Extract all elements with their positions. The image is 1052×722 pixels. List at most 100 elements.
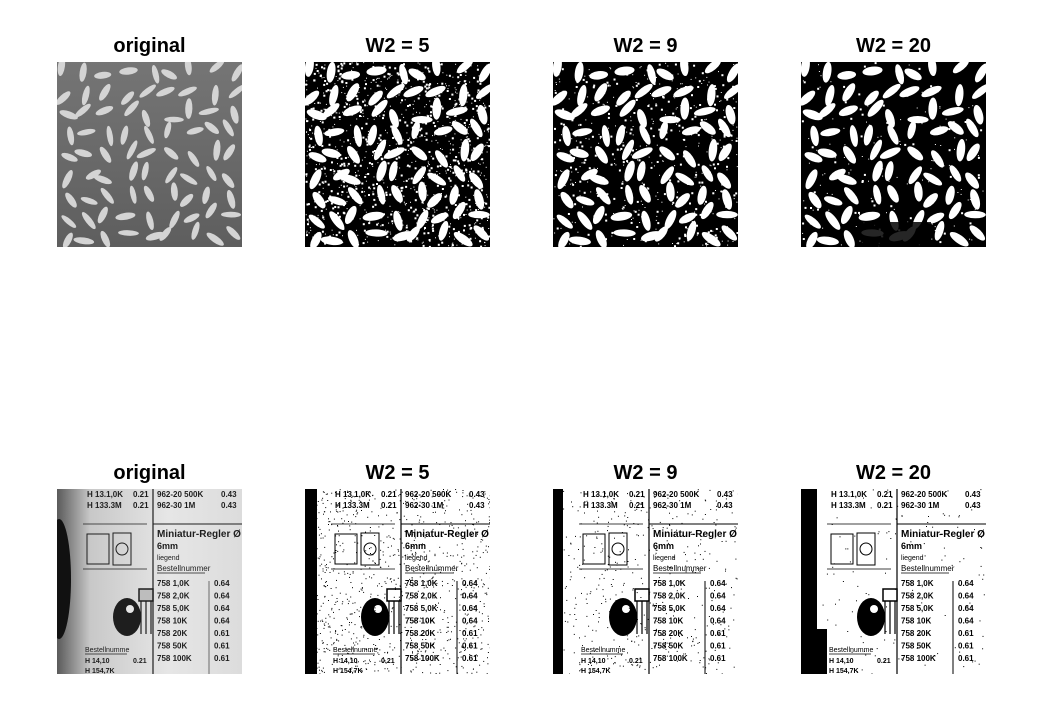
noise-speck <box>331 524 333 526</box>
noise-speck <box>322 497 324 499</box>
noise-speck <box>391 600 393 602</box>
noise-speck <box>359 640 361 642</box>
noise-speck <box>478 611 480 613</box>
noise-speck <box>655 492 657 493</box>
noise-speck <box>413 620 415 622</box>
noise-speck <box>309 144 311 146</box>
noise-speck <box>487 587 489 589</box>
noise-speck <box>891 497 893 498</box>
noise-speck <box>471 672 473 674</box>
noise-speck <box>681 126 684 129</box>
document-text: 0.21 <box>381 658 395 665</box>
rice-grain <box>222 119 234 137</box>
table-cell: 0.61 <box>214 654 230 663</box>
noise-speck <box>386 235 389 238</box>
noise-speck <box>624 199 626 201</box>
noise-speck <box>361 190 364 193</box>
noise-speck <box>687 513 689 515</box>
noise-speck <box>939 106 941 108</box>
noise-speck <box>556 170 558 172</box>
noise-speck <box>411 553 413 555</box>
noise-speck <box>354 612 356 614</box>
noise-speck <box>824 173 826 175</box>
noise-speck <box>325 581 327 582</box>
noise-speck <box>432 512 434 513</box>
table-cell: 758 2,0K <box>653 592 686 601</box>
noise-speck <box>676 88 678 90</box>
noise-speck <box>564 612 566 614</box>
noise-speck <box>694 176 696 178</box>
noise-speck <box>659 664 660 666</box>
noise-speck <box>352 572 354 574</box>
noise-speck <box>454 204 457 206</box>
noise-speck <box>562 123 565 126</box>
noise-speck <box>570 183 572 185</box>
noise-speck <box>624 561 626 563</box>
noise-speck <box>338 77 341 80</box>
noise-speck <box>409 583 411 585</box>
noise-speck <box>397 147 399 148</box>
noise-speck <box>447 88 449 90</box>
noise-speck <box>354 562 356 564</box>
noise-speck <box>397 79 399 81</box>
noise-speck <box>842 581 844 582</box>
noise-speck <box>603 496 605 498</box>
noise-speck <box>695 176 697 178</box>
noise-speck <box>354 535 356 537</box>
noise-speck <box>621 591 623 593</box>
noise-speck <box>834 161 837 164</box>
noise-speck <box>362 242 365 245</box>
table-cell: 758 20K <box>653 629 683 638</box>
noise-speck <box>410 550 412 552</box>
noise-speck <box>706 76 708 78</box>
noise-speck <box>721 541 723 542</box>
noise-speck <box>473 563 475 565</box>
noise-speck <box>458 203 460 205</box>
noise-speck <box>617 652 619 653</box>
rice-grain <box>164 116 184 123</box>
noise-speck <box>434 597 436 599</box>
noise-speck <box>373 187 376 190</box>
component-body <box>113 598 141 636</box>
rice-grain <box>433 126 453 136</box>
noise-speck <box>320 537 322 539</box>
noise-speck <box>831 193 833 195</box>
document-text: liegend <box>653 555 676 562</box>
noise-speck <box>414 167 417 170</box>
noise-speck <box>467 159 470 162</box>
noise-speck <box>336 511 338 512</box>
noise-speck <box>701 172 703 174</box>
noise-speck <box>627 561 629 562</box>
noise-speck <box>600 551 602 553</box>
noise-speck <box>417 97 420 100</box>
noise-speck <box>466 91 469 94</box>
noise-speck <box>357 234 359 236</box>
noise-speck <box>559 139 562 142</box>
rice-grain <box>660 166 675 185</box>
noise-speck <box>570 542 572 544</box>
noise-speck <box>305 180 308 183</box>
noise-speck <box>356 509 358 511</box>
noise-speck <box>458 152 460 154</box>
table-cell: 0.64 <box>214 617 230 626</box>
noise-speck <box>939 107 941 109</box>
noise-speck <box>472 524 474 525</box>
noise-speck <box>338 609 340 611</box>
noise-speck <box>715 190 716 191</box>
table-cell: 0.61 <box>462 629 478 638</box>
noise-speck <box>424 560 426 561</box>
noise-speck <box>363 62 365 64</box>
noise-speck <box>802 222 805 225</box>
noise-speck <box>453 115 455 117</box>
noise-speck <box>323 585 325 586</box>
rice-grain <box>601 125 610 147</box>
noise-speck <box>338 535 340 537</box>
noise-speck <box>713 522 715 523</box>
noise-speck <box>391 220 394 223</box>
noise-speck <box>411 577 413 579</box>
noise-speck <box>402 595 403 597</box>
noise-speck <box>316 651 318 653</box>
noise-speck <box>638 535 639 537</box>
noise-speck <box>628 607 630 609</box>
noise-speck <box>487 131 489 133</box>
